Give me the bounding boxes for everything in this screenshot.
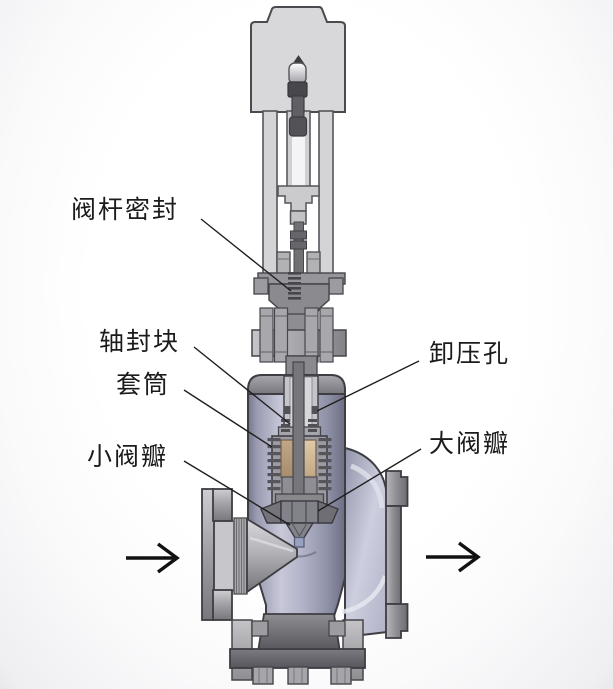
bottom-bolts — [252, 666, 352, 685]
bonnet-bolts — [259, 307, 334, 363]
label-small-valve-disc: 小阀瓣 — [87, 442, 169, 471]
label-sleeve: 套筒 — [116, 370, 171, 399]
leader-shaft-seal-block — [193, 346, 291, 425]
label-pressure-relief-hole: 卸压孔 — [429, 339, 511, 368]
label-large-valve-disc: 大阀瓣 — [429, 429, 511, 458]
flow-arrow-right — [426, 541, 481, 573]
bottom-flange — [229, 613, 366, 685]
small-valve-disc-tip — [284, 522, 315, 548]
inlet-hub-knurl — [233, 517, 248, 595]
sleeve-thread-ribs — [267, 438, 332, 491]
flow-arrow-left — [126, 542, 180, 574]
label-valve-stem-seal: 阀杆密封 — [71, 195, 180, 224]
relief-hole-left — [284, 406, 291, 414]
inlet-bore-face — [212, 520, 235, 592]
relief-hole-right — [311, 406, 318, 414]
large-valve-disc-assembly — [260, 499, 339, 524]
leader-pressure-relief-hole — [316, 360, 420, 412]
inlet-flange — [201, 488, 298, 621]
flow-arrows — [126, 541, 481, 574]
leader-small-valve-disc — [183, 460, 291, 526]
inlet-cone — [246, 517, 298, 594]
trim — [260, 361, 339, 548]
outlet-flange — [385, 470, 409, 639]
bonnet-castle — [277, 185, 320, 225]
stem-top — [287, 55, 308, 137]
packing-gland — [253, 251, 346, 319]
leader-lines — [183, 218, 422, 526]
leader-sleeve — [183, 389, 273, 448]
leader-large-valve-disc — [317, 448, 422, 512]
stem-seal-packing-rings — [288, 272, 301, 300]
label-shaft-seal-block: 轴封块 — [99, 327, 181, 356]
leader-valve-stem-seal — [200, 218, 292, 292]
